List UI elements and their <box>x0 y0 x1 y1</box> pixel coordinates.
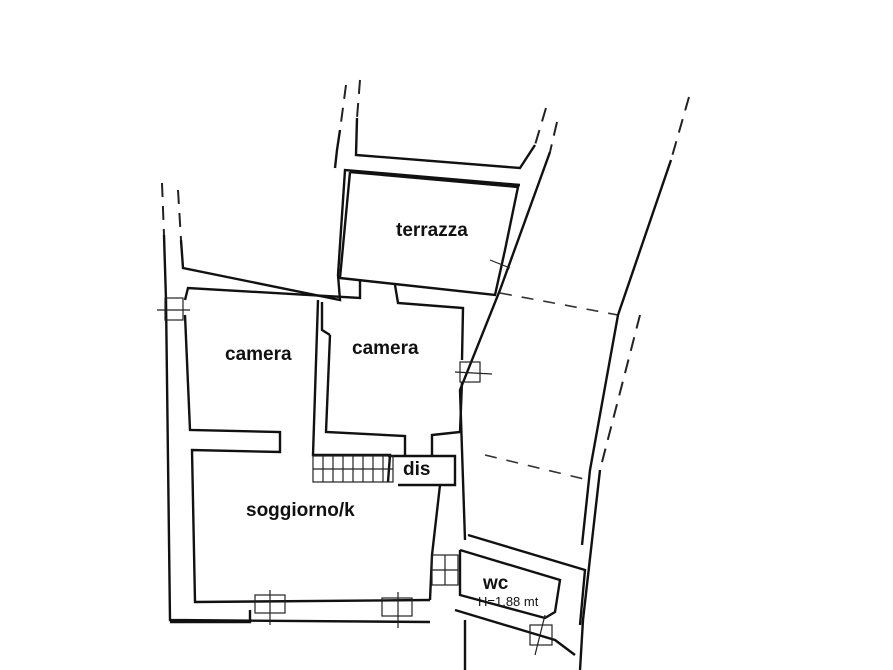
staircase <box>312 455 459 586</box>
room-label-wc: wc <box>483 573 509 594</box>
dashed-boundaries <box>161 79 690 481</box>
room-label-terrazza: terrazza <box>396 220 468 241</box>
room-height-note-wc: H=1,88 mt <box>478 594 539 609</box>
room-label-dis: dis <box>403 459 431 480</box>
room-label-camera-left: camera <box>225 344 292 365</box>
room-label-camera-right: camera <box>352 338 419 359</box>
walls <box>162 117 673 670</box>
window-markers <box>157 259 553 656</box>
room-label-soggiorno: soggiorno/k <box>246 500 355 521</box>
